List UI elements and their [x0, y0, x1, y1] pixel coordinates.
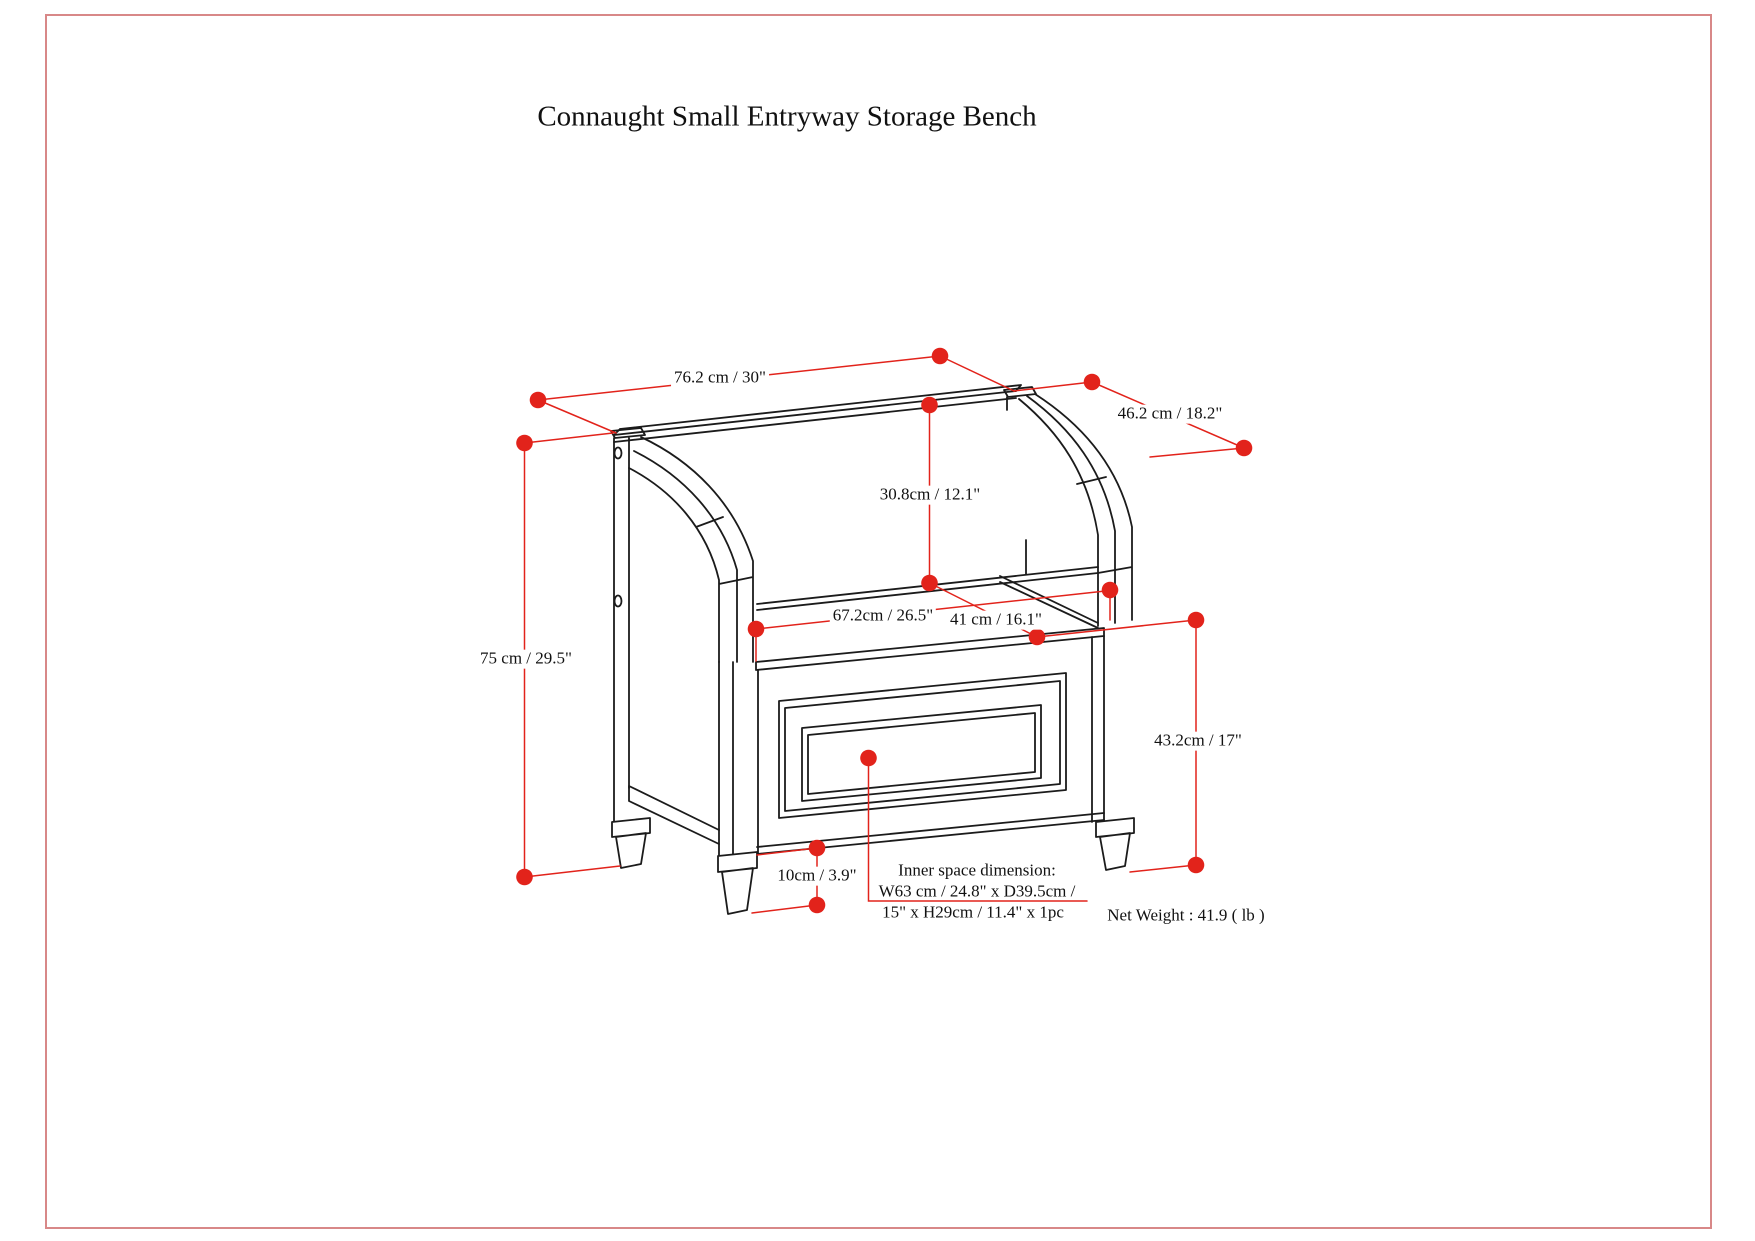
dot-back-height-top — [921, 396, 938, 414]
dimension-label-seat-height: 43.2cm / 17" — [1151, 731, 1245, 751]
dot-width-left — [529, 391, 547, 409]
front-left-leg — [717, 851, 758, 915]
drawer-panel-outer — [801, 704, 1042, 802]
drawer-panel-inner — [807, 712, 1036, 795]
back-left-leg — [611, 817, 651, 869]
dimension-endpoint-dots — [516, 347, 1253, 914]
dot-inner-space — [860, 749, 877, 767]
dimension-label-leg-height: 10cm / 3.9" — [774, 866, 860, 886]
right-arm — [1018, 393, 1133, 627]
cabinet-front-corners — [757, 635, 1105, 855]
drawer-bevel — [784, 680, 1061, 812]
post-hole-lower — [613, 594, 623, 608]
dimension-label-overall-width: 76.2 cm / 30" — [671, 368, 769, 388]
dot-height-bottom — [516, 868, 533, 886]
inner-space-note-line3: 15" x H29cm / 11.4" x 1pc — [882, 902, 1064, 922]
dot-seat-height-top — [1187, 611, 1205, 629]
net-weight-note: Net Weight : 41.9 ( lb ) — [1107, 905, 1265, 925]
dimension-label-seat-depth: 41 cm / 16.1" — [947, 610, 1045, 630]
seat-front-edge — [755, 627, 1105, 671]
inner-space-note-line2: W63 cm / 24.8" x D39.5cm / — [878, 881, 1076, 901]
dot-leg-height-bottom — [808, 896, 826, 914]
dot-height-top — [516, 434, 533, 452]
back-rail — [613, 384, 1022, 443]
dim-seat-width-line — [755, 589, 1111, 662]
dot-seat-height-bottom — [1187, 856, 1205, 874]
side-bottom-rails — [628, 785, 720, 845]
drawer-opening — [778, 672, 1067, 819]
bench-legs — [611, 817, 1135, 915]
dot-seat-width-left — [747, 620, 765, 638]
inner-space-note-title: Inner space dimension: — [898, 860, 1056, 880]
dot-leg-height-top — [808, 839, 826, 857]
dot-back-height-bottom — [921, 574, 938, 592]
dimension-label-back-height: 30.8cm / 12.1" — [876, 485, 984, 505]
dimension-label-overall-depth: 46.2 cm / 18.2" — [1114, 404, 1226, 424]
dot-seat-width-right — [1101, 581, 1119, 599]
left-arm — [628, 436, 754, 663]
left-back-post — [610, 427, 646, 823]
dimension-label-seat-width: 67.2cm / 26.5" — [829, 606, 937, 626]
dot-depth-far — [1235, 439, 1253, 457]
dot-seat-depth-front — [1028, 628, 1046, 646]
dot-depth-near — [1083, 373, 1101, 391]
inner-space-leader-line — [867, 757, 1088, 902]
post-hole-upper — [613, 446, 623, 460]
page-title: Connaught Small Entryway Storage Bench — [537, 100, 1037, 133]
bench-line-drawing — [610, 384, 1135, 915]
dimension-label-overall-height: 75 cm / 29.5" — [477, 649, 575, 669]
dot-width-right — [931, 347, 949, 365]
seat-right-edge — [999, 575, 1099, 629]
front-right-leg — [1095, 817, 1135, 871]
side-front-edge — [718, 661, 734, 859]
